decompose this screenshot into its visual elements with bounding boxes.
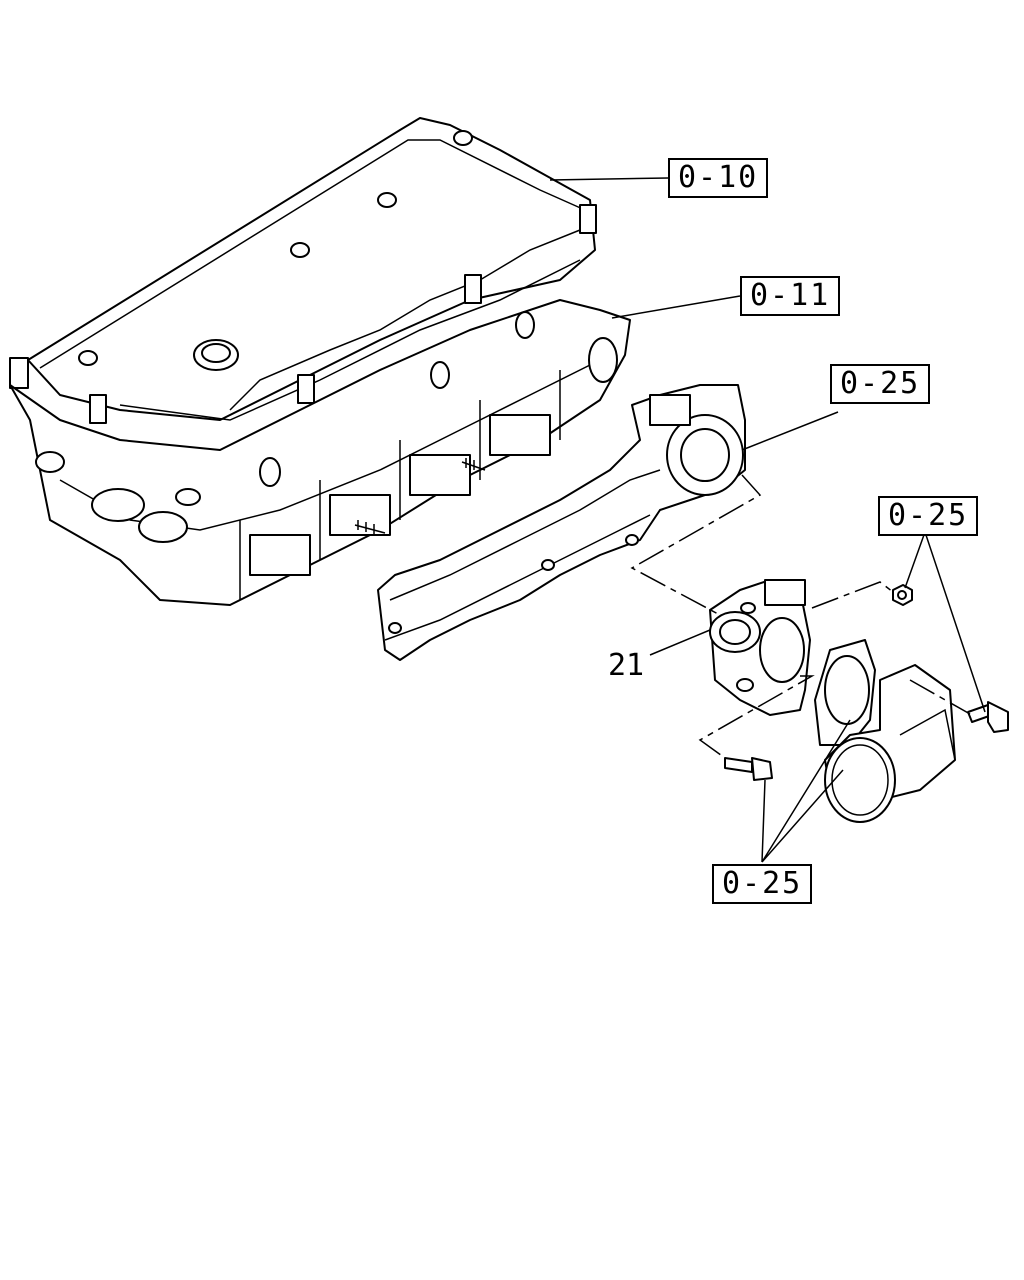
callout-0-25-bolts: 0-25: [712, 864, 813, 904]
bolt-right: [967, 701, 1009, 733]
callout-0-10: 0-10: [668, 158, 769, 198]
intake-manifold: [377, 384, 746, 661]
bolt-left: [724, 757, 773, 781]
adapter-pipe: [814, 639, 956, 823]
throttle-valve: [709, 579, 811, 716]
callout-0-25-manifold: 0-25: [830, 364, 931, 404]
alignment-lines: [630, 474, 971, 759]
callout-0-11: 0-11: [740, 276, 841, 316]
callout-21: 21: [608, 648, 645, 683]
cylinder-head: [9, 299, 631, 606]
callout-0-25-nut: 0-25: [878, 496, 979, 536]
cylinder-head-cover: [9, 117, 597, 424]
nut: [892, 584, 913, 606]
